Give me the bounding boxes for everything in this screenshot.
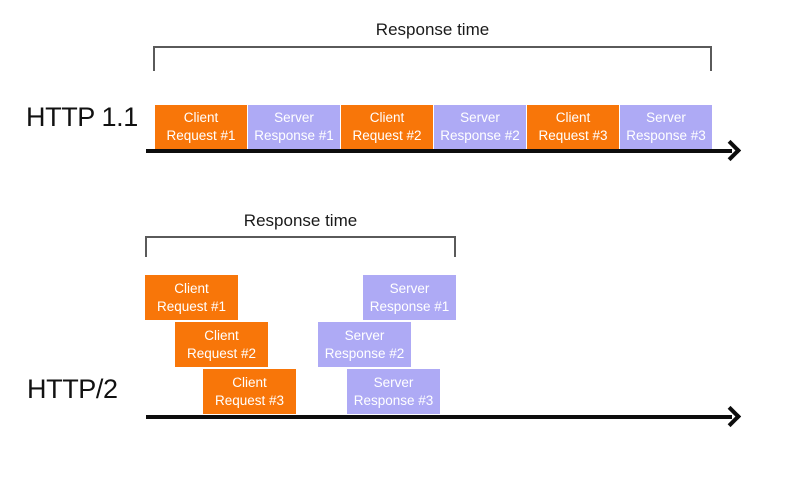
message-block-line2: Response #3 <box>353 392 434 408</box>
message-block-line1: Client <box>204 327 239 343</box>
message-block-line1: Client <box>183 110 219 126</box>
response-time-caption-http2: Response time <box>243 211 358 230</box>
message-block-line1: Server <box>274 110 314 126</box>
response-time-caption-http11: Response time <box>375 20 490 39</box>
message-block-line1: Server <box>344 327 385 343</box>
message-block-line1: Client <box>174 280 209 296</box>
message-block-line1: Server <box>373 374 414 390</box>
timeline-axis-http11 <box>146 149 732 153</box>
timeline-arrow-icon-http11 <box>719 139 742 162</box>
message-block-line2: Request #1 <box>156 298 227 314</box>
response-time-bracket-http2 <box>145 236 456 257</box>
timeline-arrow-icon-http2 <box>719 405 742 428</box>
message-block-line2: Response #1 <box>254 128 334 143</box>
message-block-line2: Response #3 <box>626 128 706 143</box>
message-block-line1: Server <box>646 110 686 126</box>
response-time-bracket-http11 <box>153 46 712 71</box>
message-block-line2: Request #2 <box>186 345 257 361</box>
protocol-label-http11: HTTP 1.1 <box>26 102 138 132</box>
message-block-line1: Server <box>460 110 500 126</box>
message-block-line1: Server <box>389 280 430 296</box>
message-block-line2: Response #2 <box>324 345 405 361</box>
message-block-line2: Response #1 <box>369 298 450 314</box>
message-block-line2: Request #3 <box>538 128 608 143</box>
message-block-line1: Client <box>555 110 591 126</box>
message-block-line2: Request #3 <box>214 392 285 408</box>
timeline-axis-http2 <box>146 415 732 419</box>
protocol-label-http2: HTTP/2 <box>27 374 118 404</box>
message-block-line2: Request #1 <box>166 128 236 143</box>
message-block-line1: Client <box>232 374 267 390</box>
message-block-line2: Request #2 <box>352 128 422 143</box>
message-block-line2: Response #2 <box>440 128 520 143</box>
message-block-line1: Client <box>369 110 405 126</box>
